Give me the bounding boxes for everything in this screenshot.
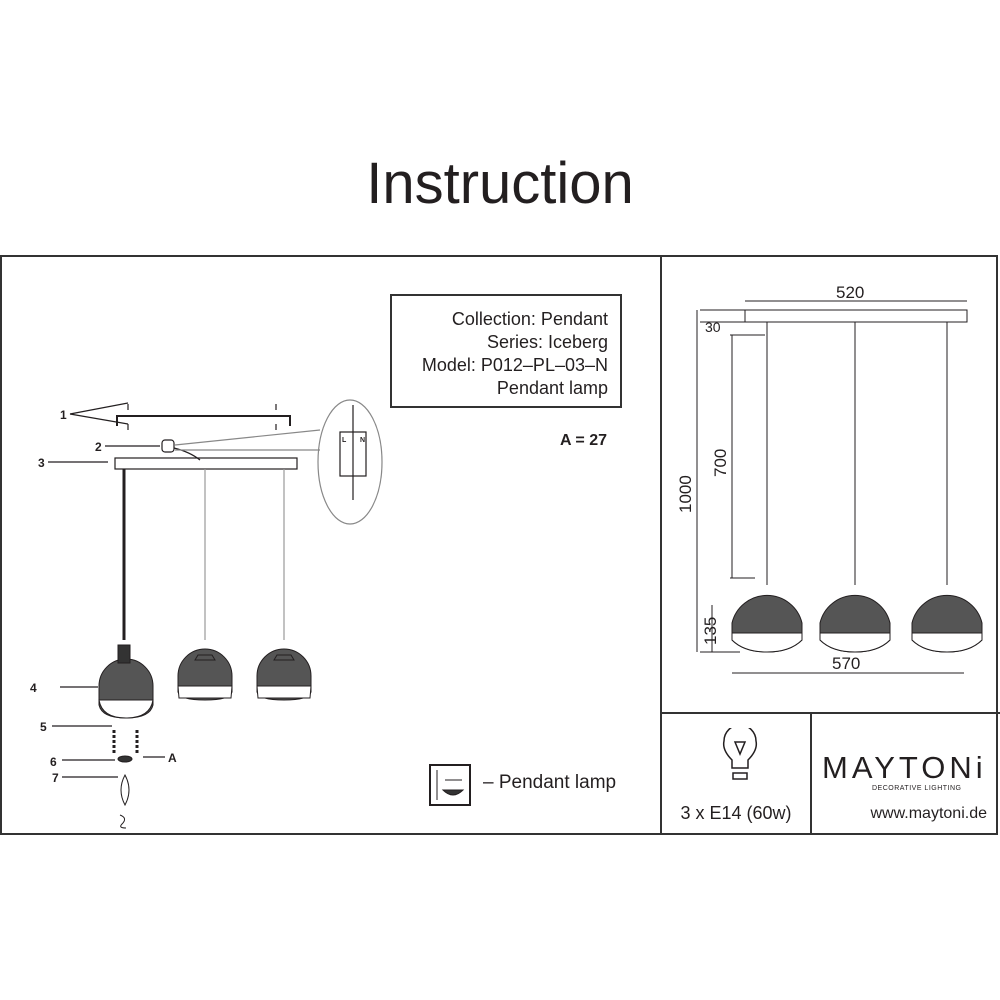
brand-url[interactable]: www.maytoni.de — [870, 805, 988, 822]
brand-logo: MAYTONi — [822, 750, 987, 785]
dim-total-height: 1000 — [676, 475, 695, 513]
part-label: 2 — [95, 440, 102, 454]
dim-width-bottom: 570 — [832, 654, 860, 673]
part-label: 4 — [30, 681, 37, 695]
light-bulb-icon — [722, 728, 758, 780]
collection: Collection: Pendant — [451, 309, 608, 329]
divider — [660, 712, 1000, 714]
part-label: 1 — [60, 408, 67, 422]
divider — [810, 712, 812, 835]
dimension-drawing: 520 30 700 1000 135 570 — [676, 283, 983, 674]
part-label: 7 — [52, 771, 59, 785]
shade-drawings — [98, 644, 312, 829]
series: Series: Iceberg — [486, 332, 608, 352]
part-label: 5 — [40, 720, 47, 734]
part-label: 6 — [50, 755, 57, 769]
wire-label: N — [360, 437, 365, 444]
drawing-frame — [0, 255, 998, 835]
brand-tagline: DECORATIVE LIGHTING — [872, 785, 962, 792]
model: Model: P012–PL–03–N — [421, 355, 608, 375]
product-info-box: Collection: Pendant Series: Iceberg Mode… — [390, 294, 622, 408]
wire-label: L — [342, 437, 347, 444]
part-label: A — [168, 751, 177, 765]
product-type: Pendant lamp — [496, 378, 608, 398]
pendant-lamp-symbol-icon — [429, 764, 471, 806]
dim-shade: 135 — [701, 617, 720, 645]
divider — [660, 255, 662, 835]
dim-cord: 700 — [711, 449, 730, 477]
dim-width-top: 520 — [836, 283, 864, 302]
bulb-spec: 3 x E14 (60w) — [680, 803, 792, 823]
dim-canopy: 30 — [705, 319, 721, 335]
legend-text: – Pendant lamp — [483, 772, 617, 793]
assembly-diagram: 1 2 3 4 5 6 7 A L N — [30, 399, 471, 829]
part-label: 3 — [38, 456, 45, 470]
page-title: Instruction — [366, 151, 634, 216]
crystal-count: A = 27 — [560, 432, 607, 449]
